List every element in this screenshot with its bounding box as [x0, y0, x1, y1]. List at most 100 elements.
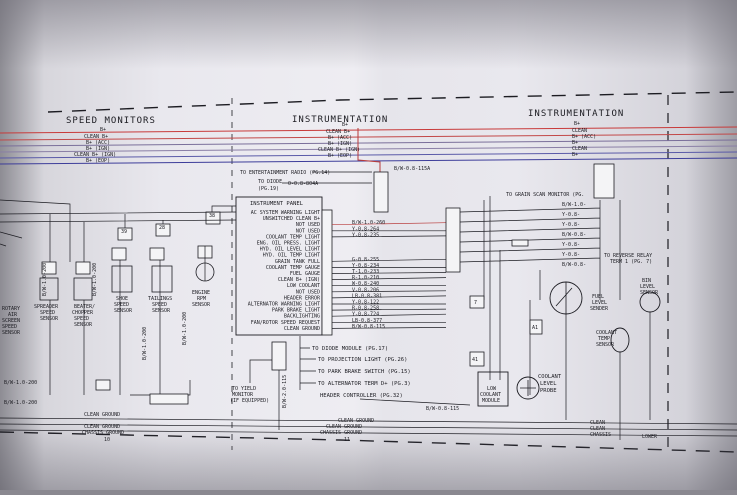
connector-id: 28	[159, 225, 165, 231]
inline-resistor	[511, 239, 529, 247]
bus-label: B+ (EOP)	[328, 153, 352, 159]
panel-wire-label: LB-0.8-381	[352, 293, 382, 299]
connector-id: 39	[121, 229, 127, 235]
sensor-connector	[75, 261, 91, 275]
coolant-temp-label: SENSOR	[596, 342, 615, 348]
panel-pin-label: GRAIN TANK FULL	[275, 259, 320, 265]
instrument-panel-title: INSTRUMENT PANEL	[250, 201, 304, 207]
panel-wire-label: V-0.8-206	[352, 287, 379, 293]
right-top-connector	[593, 163, 615, 199]
panel-pin-label: ALTERNATOR WARNING LIGHT	[248, 302, 320, 308]
entertainment-radio-link: TO ENTERTAINMENT RADIO (PG.14)	[240, 170, 330, 176]
ground-number: 10	[104, 437, 110, 443]
bus-label: B+ (EOP)	[86, 158, 110, 164]
panel-pin-label: HYD. OIL LEVEL LIGHT	[260, 247, 320, 253]
ground-label: CHASSIS	[590, 432, 611, 438]
panel-wire-label: G-0.8-255	[352, 257, 379, 263]
panel-output-connector	[445, 207, 461, 273]
coolant-probe-label: COOLANT	[538, 374, 562, 380]
right-wire-label: Y-0.8-	[562, 252, 580, 258]
ground-label: CHASSIS GROUND	[82, 430, 124, 436]
panel-pin-label: COOLANT TEMP GAUGE	[266, 265, 320, 271]
panel-pin-label: HEADER ERROR	[284, 295, 321, 301]
panel-wire-label: R-0.8-258	[352, 306, 379, 312]
sensor-wire-label: B/W-1.0-200	[142, 327, 148, 360]
low-coolant-label: MODULE	[482, 398, 500, 404]
bus-line-acc	[0, 139, 737, 147]
panel-output-wires: B/W-1.0-260Y-0.8-264Y-0.8-235G-0.8-255Y-…	[331, 220, 447, 330]
grain-scan-link: TO GRAIN SCAN MONITOR (PG.	[506, 192, 584, 198]
header-wire-label: B/W-0.8-115	[426, 406, 459, 412]
sensor-wire-label: B/W-1.0-200	[92, 263, 98, 296]
ground-label: CHASSIS GROUND	[320, 430, 362, 436]
probe-symbol	[520, 380, 536, 396]
panel-wire	[331, 327, 447, 329]
section-speed-monitors: SPEED MONITORS	[66, 116, 156, 126]
to-diode-label: TO DIODE	[258, 179, 282, 185]
sensor-engine-rpm: ENGINE RPM SENSOR	[192, 211, 221, 308]
ground-number: 11	[344, 437, 350, 443]
connector-id: 41	[472, 357, 478, 363]
panel-wire-label: Y-0.8-235	[352, 232, 379, 238]
sensor-label: SENSOR	[40, 316, 59, 322]
panel-wire-label: B/W-1.0-260	[352, 220, 385, 226]
right-wire-label: Y-0.8-	[562, 242, 580, 248]
panel-wire	[331, 222, 447, 226]
fuel-sender-wiper	[555, 282, 573, 314]
panel-wire-label: LB-0.8-377	[352, 318, 382, 324]
right-wire-labels: B/W-1.0-Y-0.8-Y-0.8-B/W-0.8-Y-0.8-Y-0.8-…	[562, 202, 586, 268]
panel-pin-label: CLEAN B+ (IGN)	[278, 277, 320, 283]
panel-wire-label: Y-0.8-264	[352, 226, 379, 232]
panel-wire-label: Y-0.8-724	[352, 312, 379, 318]
section-instrumentation: INSTRUMENTATION	[292, 115, 388, 125]
connector-id: 38	[209, 213, 215, 219]
panel-pin-label: LOW COOLANT	[287, 283, 320, 289]
ground-bus: B/W-1.0-200 B/W-1.0-200 CLEAN GROUND CLE…	[0, 380, 737, 443]
level-sensor-label: SENSOR	[640, 290, 659, 296]
bus-label: B+	[342, 122, 348, 128]
right-wire-label: B/W-0.8-	[562, 232, 586, 238]
panel-wire	[331, 308, 447, 311]
lower-label: LOWER	[642, 434, 658, 440]
diode-wire-label: O-0.8-804A	[288, 181, 318, 187]
destination-diode-module: TO DIODE MODULE (PG.17)	[312, 346, 388, 352]
reverse-relay-link: TERM 1 (PG. 7)	[610, 259, 652, 265]
sensor-wire-label: B/W-1.0-200	[42, 263, 48, 296]
right-wire-label: Y-0.8-	[562, 222, 580, 228]
yield-monitor: TO YIELD MONITOR (IF EQUIPPED) B/W-2.0-1…	[230, 341, 288, 430]
right-wire-label: B/W-0.8-	[562, 262, 586, 268]
destination-alternator: TO ALTERNATOR TERM D+ (PG.3)	[318, 381, 411, 387]
panel-pin-label: ENG. OIL PRESS. LIGHT	[257, 241, 320, 247]
yield-connector	[271, 341, 287, 371]
ground-splice-connector	[95, 379, 111, 391]
ground-label: CLEAN GROUND	[84, 412, 120, 418]
yield-wire	[249, 359, 280, 430]
panel-pin-label: PARK BRAKE LIGHT	[272, 308, 320, 314]
yield-wire-label: B/W-2.0-115	[282, 375, 288, 408]
connector-id: 7	[474, 300, 477, 306]
sensor-body	[151, 265, 173, 293]
ground-splice-connector	[149, 393, 189, 405]
destinations: TO DIODE MODULE (PG.17) TO PROJECTION LI…	[299, 336, 471, 412]
sensor-shoe: SHOE SPEED SENSOR	[111, 227, 133, 314]
panel-wire	[331, 277, 447, 280]
bus-label: B+	[100, 127, 106, 133]
sensor-connector	[149, 247, 165, 261]
panel-pin-label: HYD. OIL TEMP LIGHT	[263, 253, 320, 259]
bus-labels-center: B+ CLEAN B+ B+ (ACC) B+ (IGN) CLEAN B+ (…	[318, 122, 360, 159]
section-instrumentation-right: INSTRUMENTATION	[528, 109, 624, 119]
panel-wire	[331, 295, 447, 299]
instrument-panel-block: INSTRUMENT PANEL AC SYSTEM WARNING LIGHT…	[235, 196, 447, 336]
ground-wire-label: B/W-1.0-200	[4, 400, 37, 406]
sensor-label: SENSOR	[74, 322, 93, 328]
sensor-label: SENSOR	[2, 330, 21, 336]
sensor-label: SENSOR	[114, 308, 133, 314]
panel-wire	[331, 272, 447, 274]
panel-pin-label: NOT USED	[296, 228, 320, 234]
panel-wire-label: Y-0.8-122	[352, 300, 379, 306]
panel-wire-label: W-0.8-240	[352, 281, 379, 287]
panel-pin-label: BACKLIGHTING	[284, 314, 320, 320]
ground-wire-label: B/W-1.0-200	[4, 380, 37, 386]
